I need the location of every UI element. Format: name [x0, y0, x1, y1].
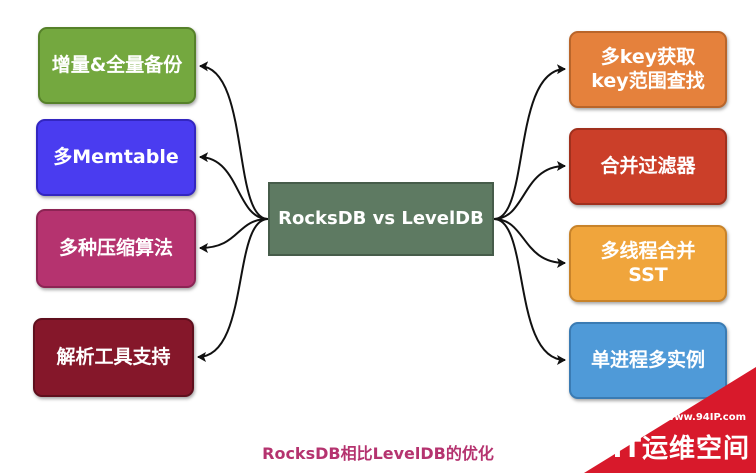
left-node-compression: 多种压缩算法	[36, 209, 196, 288]
right-node-merge-filter: 合并过滤器	[569, 128, 727, 205]
left-node-parse-tools: 解析工具支持	[33, 318, 194, 397]
connector-left-0	[199, 61, 269, 220]
right-node-line: 合并过滤器	[600, 154, 696, 177]
watermark-red-triangle	[584, 367, 756, 473]
center-node: RocksDB vs LevelDB	[268, 182, 494, 256]
watermark-url: www.94IP.com	[664, 412, 746, 423]
figure-caption: RocksDB相比LevelDB的优化	[262, 444, 494, 463]
right-node-multi-key: 多key获取 key范围查找	[569, 31, 727, 108]
left-node-memtable: 多Memtable	[36, 119, 196, 196]
center-label: RocksDB vs LevelDB	[278, 207, 484, 229]
right-node-multithread-merge: 多线程合并 SST	[569, 225, 727, 302]
right-node-line: 多线程合并	[600, 239, 696, 262]
connector-left-2	[199, 218, 269, 253]
connector-right-0	[493, 64, 566, 220]
right-node-line: SST	[628, 263, 668, 286]
right-node-line: 多key获取	[600, 45, 696, 68]
left-node-label: 多种压缩算法	[58, 236, 173, 259]
left-node-label: 多Memtable	[53, 145, 179, 168]
connector-left-3	[197, 218, 269, 362]
connector-right-2	[493, 218, 566, 268]
connector-right-3	[493, 218, 566, 365]
left-node-label: 增量&全量备份	[51, 53, 183, 76]
connector-left-1	[199, 152, 269, 220]
watermark-name: IT运维空间	[612, 434, 750, 464]
left-node-backup: 增量&全量备份	[38, 27, 196, 104]
right-node-line: 单进程多实例	[590, 348, 705, 371]
watermark-logo: www.94IP.com IT运维空间	[584, 367, 756, 473]
right-node-line: key范围查找	[591, 69, 705, 92]
left-node-label: 解析工具支持	[56, 345, 171, 368]
connector-right-1	[493, 161, 566, 220]
